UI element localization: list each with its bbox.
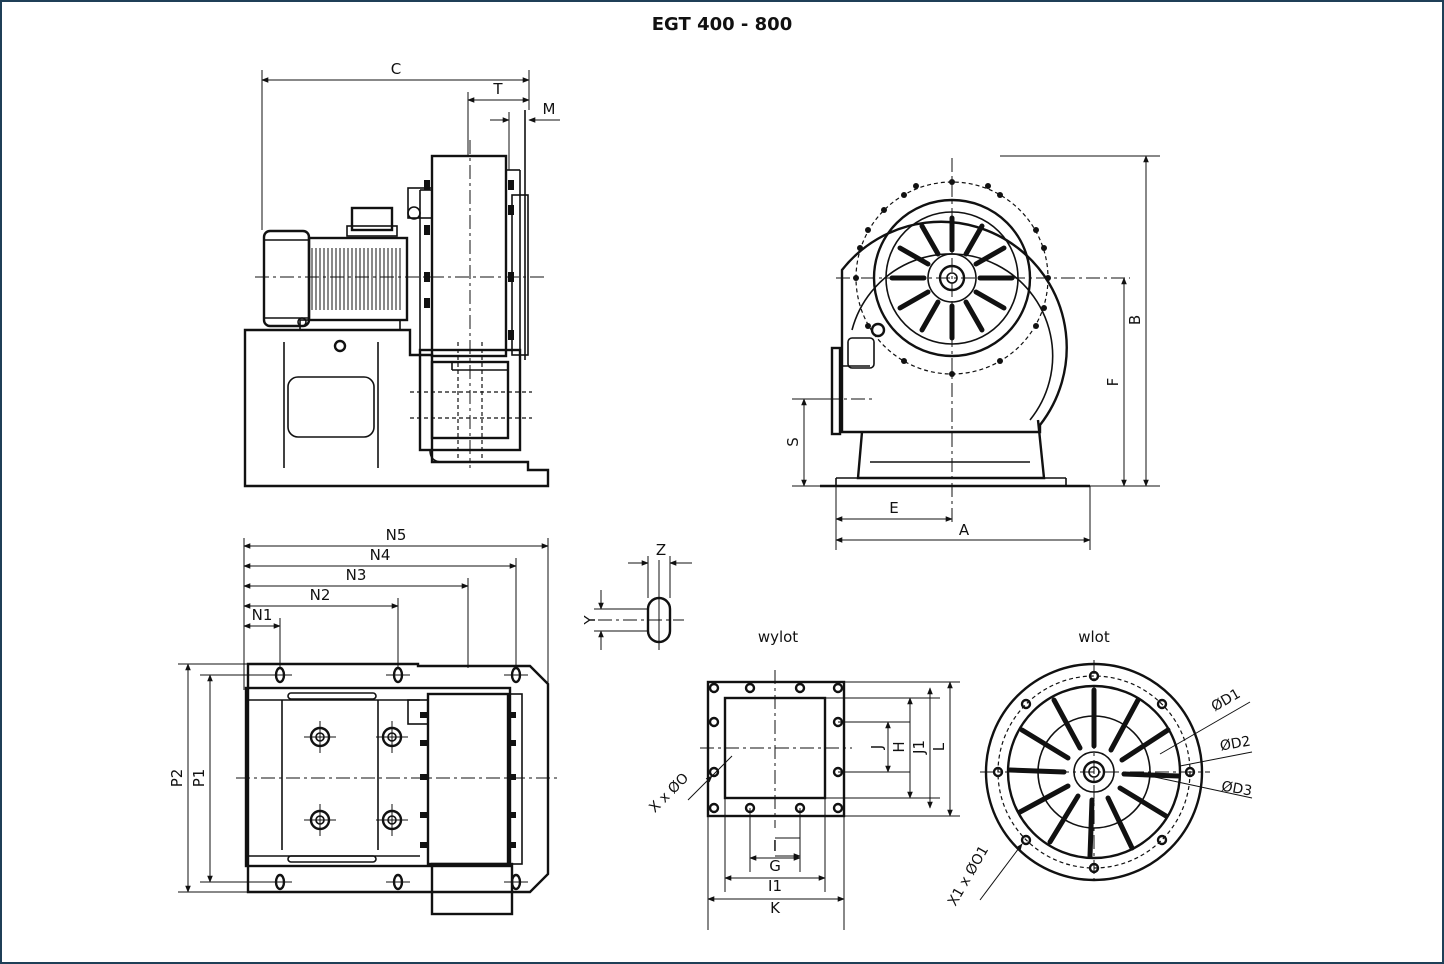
dim-b-label: B — [1126, 315, 1144, 325]
inlet-holes-callout: X1 x ØO1 — [945, 843, 992, 909]
side-view: C T M — [243, 60, 560, 488]
dim-j1-label: J1 — [910, 740, 928, 755]
dim-j-label: J — [868, 745, 886, 750]
front-view: B F S E A — [784, 155, 1160, 550]
dim-m-label: M — [543, 100, 556, 118]
dim-s-label: S — [784, 437, 802, 447]
dim-i1-label: I1 — [768, 877, 782, 895]
dim-c-label: C — [391, 60, 401, 78]
dim-d2-label: ØD2 — [1219, 734, 1252, 755]
dim-z-label: Z — [656, 541, 666, 559]
dim-p1-label: P1 — [190, 769, 208, 788]
dim-i-label: I — [773, 837, 777, 855]
dim-h-label: H — [890, 741, 908, 752]
dim-t-label: T — [492, 80, 503, 98]
dim-e-label: E — [889, 499, 898, 517]
outlet-label: wylot — [758, 628, 798, 646]
dim-n1-label: N1 — [252, 606, 273, 624]
dim-k-label: K — [770, 899, 781, 917]
drawing-title: EGT 400 - 800 — [651, 14, 793, 35]
dim-d3-label: ØD3 — [1220, 779, 1253, 800]
dim-p2-label: P2 — [168, 769, 186, 788]
inlet-flange-view: wlot ØD1 — [945, 628, 1253, 909]
slot-detail: Z Y — [581, 541, 692, 650]
dim-g-label: G — [769, 857, 781, 875]
outlet-holes-callout: X x ØO — [646, 770, 692, 816]
dim-n3-label: N3 — [346, 566, 367, 584]
dim-n4-label: N4 — [370, 546, 391, 564]
dim-l-label: L — [930, 742, 948, 751]
inlet-label: wlot — [1078, 628, 1110, 646]
top-view: N5 N4 N3 N2 N1 P2 P1 — [168, 526, 558, 916]
dim-y-label: Y — [581, 615, 599, 626]
dim-n5-label: N5 — [386, 526, 407, 544]
dim-n2-label: N2 — [310, 586, 331, 604]
dim-f-label: F — [1104, 378, 1122, 387]
outlet-flange-view: wylot J H J1 L — [646, 628, 960, 930]
dim-a-label: A — [959, 521, 970, 539]
dim-d1-label: ØD1 — [1209, 686, 1244, 715]
